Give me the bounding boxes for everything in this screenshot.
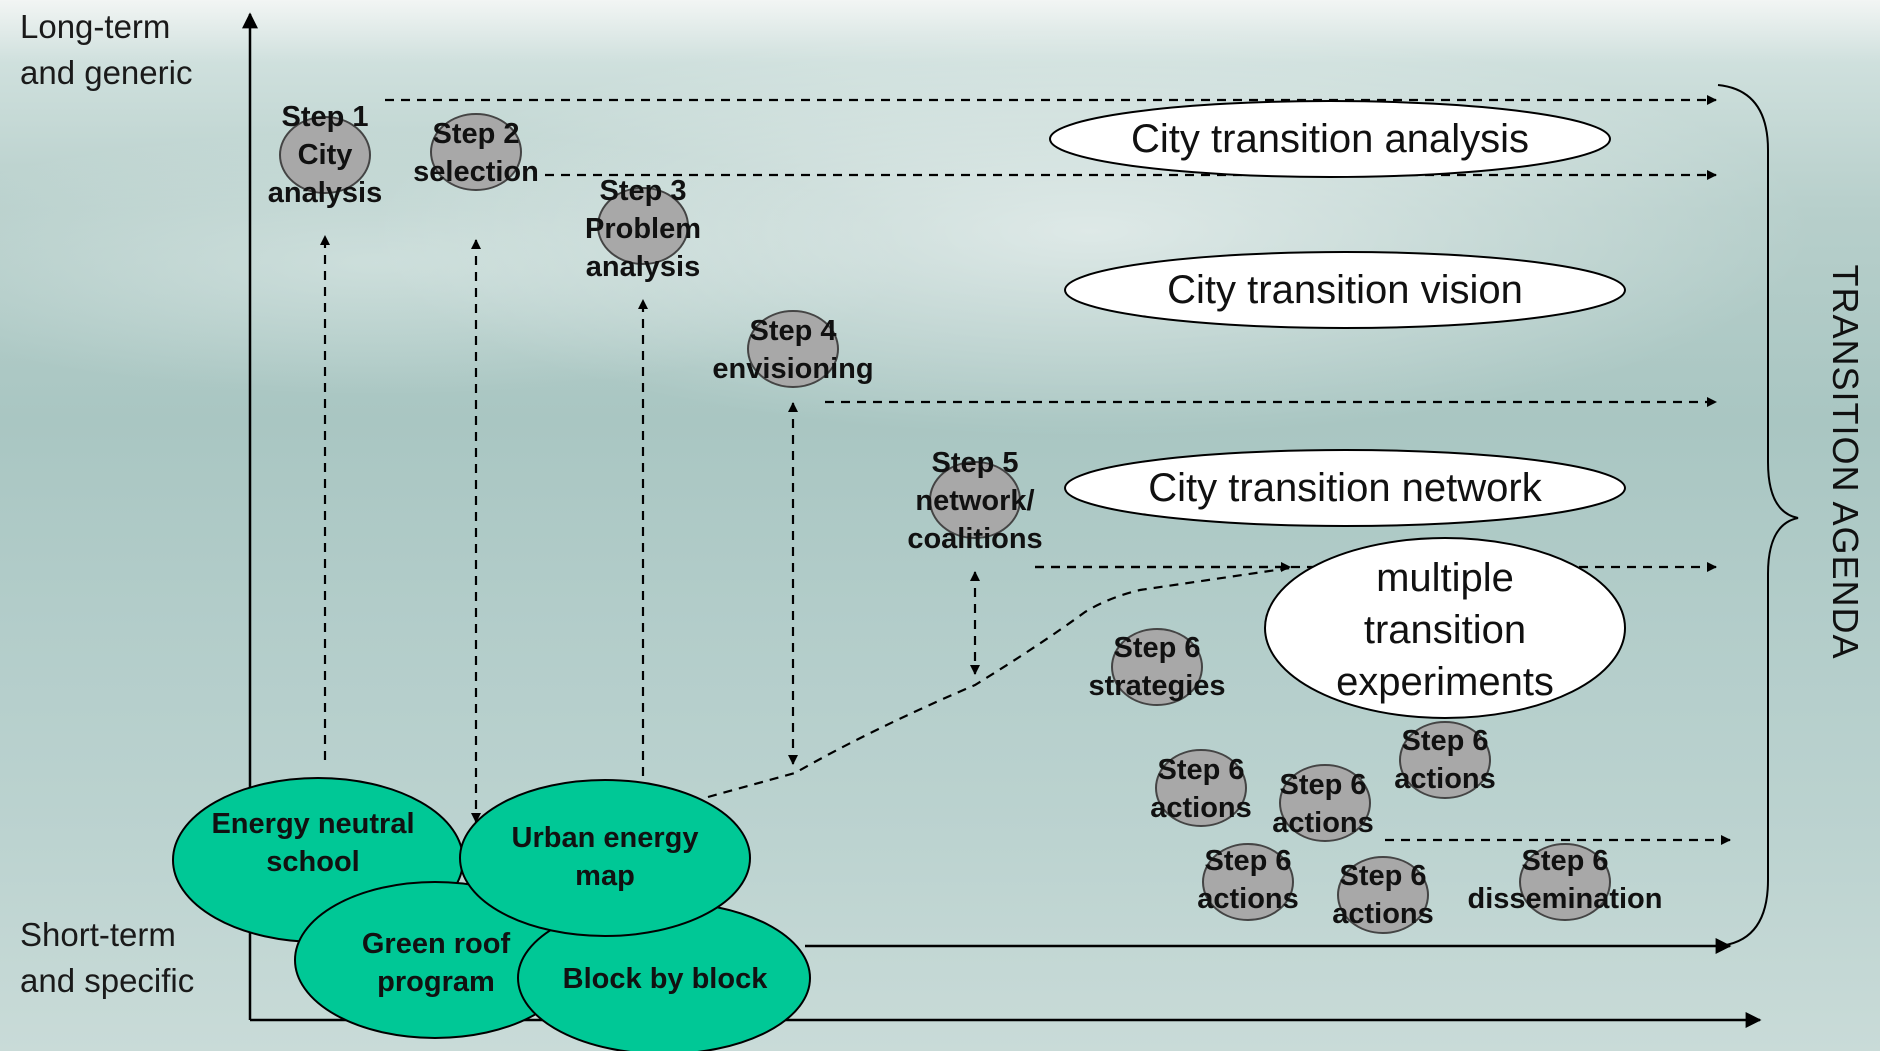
curve-map-to-experiments	[707, 566, 1291, 799]
outcome-analysis: City transition analysis	[1131, 117, 1529, 161]
project-green-roof-label: Green roof program	[361, 928, 511, 998]
step3-circle	[597, 187, 689, 265]
outcome-vision-oval	[1064, 251, 1626, 329]
step6-strategies-circle	[1111, 628, 1203, 706]
step1-label: Step 1 City analysis	[267, 101, 383, 209]
step3-label: Step 3 Problem analysis	[584, 175, 702, 283]
step2-label: Step 2 selection	[413, 118, 539, 188]
step4-circle	[747, 310, 839, 388]
step6-actions-b-label: Step 6 actions	[1272, 769, 1374, 839]
axis-top-label: Long-term and generic	[20, 8, 193, 91]
step6-dissemination-label: Step 6 dissemination	[1467, 845, 1663, 915]
step6-actions-a-circle	[1155, 749, 1247, 827]
outcome-network-oval	[1064, 449, 1626, 527]
project-urban-map-oval	[459, 779, 751, 937]
step2-circle	[430, 113, 522, 191]
outcome-experiments-oval	[1264, 537, 1626, 719]
project-block-by-block-label: Block by block	[562, 963, 768, 995]
step5-circle	[929, 461, 1021, 539]
step6-actions-c-label: Step 6 actions	[1394, 725, 1496, 795]
outcome-analysis-oval	[1049, 100, 1611, 178]
outcome-network: City transition network	[1148, 466, 1542, 510]
outcome-vision: City transition vision	[1167, 268, 1523, 312]
step6-actions-d-label: Step 6 actions	[1197, 845, 1299, 915]
step6-actions-c-circle	[1399, 721, 1491, 799]
step1-circle	[279, 116, 371, 194]
step6-actions-d-circle	[1202, 843, 1294, 921]
transition-agenda-label: TRANSITION AGENDA	[1825, 264, 1866, 660]
step6-actions-e-circle	[1337, 856, 1429, 934]
step6-actions-a-label: Step 6 actions	[1150, 754, 1252, 824]
step6-actions-b-circle	[1279, 764, 1371, 842]
step6-dissemination-circle	[1519, 843, 1611, 921]
step5-label: Step 5 network/ coalitions	[907, 447, 1043, 555]
outcome-experiments: multiple transition experiments	[1336, 556, 1554, 704]
step6-strategies-label: Step 6 strategies	[1088, 632, 1226, 702]
axis-bottom-label: Short-term and specific	[20, 916, 195, 999]
step4-label: Step 4 envisioning	[712, 315, 874, 385]
project-urban-map-label: Urban energy map	[511, 822, 699, 892]
step6-actions-e-label: Step 6 actions	[1332, 860, 1434, 930]
project-energy-school-label: Energy neutral school	[211, 808, 415, 878]
transition-agenda-brace	[1717, 84, 1799, 947]
